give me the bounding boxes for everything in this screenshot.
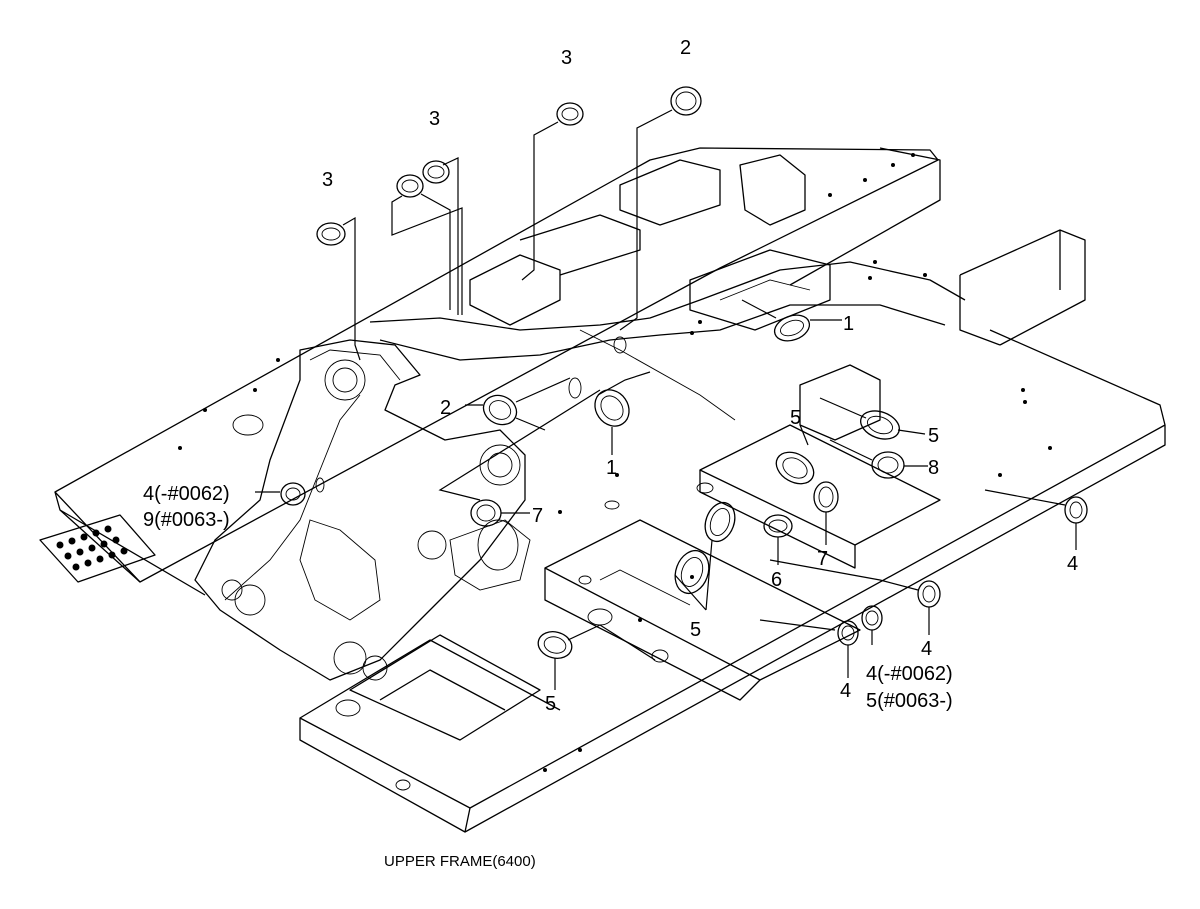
callout-2-left: 2 (440, 397, 451, 419)
grommet-2-left (482, 394, 518, 426)
callout-6: 6 (771, 569, 782, 591)
callout-1-center: 1 (606, 457, 617, 479)
grommet-3-a (316, 222, 346, 246)
leader-lines (255, 109, 1077, 690)
callout-3-left: 3 (322, 169, 333, 191)
upper-frame-drawing (39, 147, 1166, 833)
grommet-1-right (773, 314, 811, 342)
callout-4-far-right: 4 (1067, 553, 1078, 575)
grommet-3-c (422, 160, 450, 184)
diagram-caption: UPPER FRAME(6400) (384, 853, 536, 870)
callout-9-range: 9(#0063-) (143, 509, 230, 531)
callout-labels: 3 3 3 2 1 2 1 5 5 8 4(-#0062) 9(#0063-) … (143, 37, 1078, 715)
grommet-4-right-end (1064, 496, 1088, 524)
grommet-5-c (704, 501, 736, 543)
grommet-2-top (670, 86, 702, 116)
grommet-1-center (594, 389, 630, 427)
grommet-8 (871, 451, 905, 479)
grommet-3-b (396, 174, 424, 198)
callout-4-left-range: 4(-#0062) (143, 483, 230, 505)
callout-5-upper-right: 5 (928, 425, 939, 447)
callout-7-right: 7 (817, 548, 828, 570)
grommet-5-b (775, 451, 815, 485)
callout-2-top: 2 (680, 37, 691, 59)
callout-3-right: 3 (561, 47, 572, 69)
grommet-5-d (674, 549, 710, 595)
grommet-7-right (813, 481, 839, 513)
callout-4-bottom: 4 (840, 680, 851, 702)
callout-5-bottom: 5 (545, 693, 556, 715)
grommet-4-low-a (861, 605, 883, 631)
grommet-4-left (280, 482, 306, 506)
callout-5-lower: 5 (690, 619, 701, 641)
grommet-3-d (556, 102, 584, 126)
callout-4-bottom-range: 4(-#0062) (866, 663, 953, 685)
callout-4-mid: 4 (921, 638, 932, 660)
grommet-5-a (860, 410, 900, 440)
grommet-4-mid (917, 580, 941, 608)
callout-1-right: 1 (843, 313, 854, 335)
grommet-5-e (537, 631, 573, 659)
callout-3-pair: 3 (429, 108, 440, 130)
callout-7-left: 7 (532, 505, 543, 527)
grommets (280, 86, 1088, 659)
grommet-7-left (470, 499, 502, 527)
callout-5-bottom-range: 5(#0063-) (866, 690, 953, 712)
callout-8: 8 (928, 457, 939, 479)
callout-5-upper-left: 5 (790, 407, 801, 429)
